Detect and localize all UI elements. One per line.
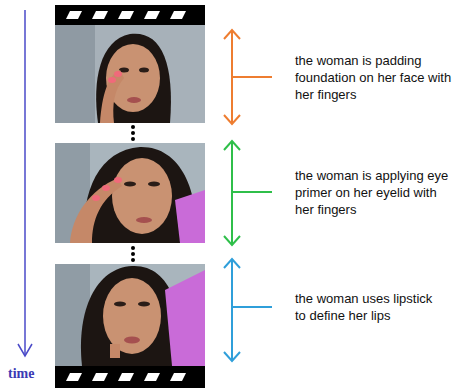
span-arrow [224, 30, 272, 124]
video-frame [55, 264, 205, 366]
time-arrow [18, 10, 32, 356]
caption-text: the woman is padding foundation on her f… [295, 52, 455, 103]
span-arrow [224, 259, 272, 361]
video-frame [55, 25, 205, 123]
caption-text: the woman uses lipstick to define her li… [295, 290, 435, 324]
span-arrow [224, 141, 272, 245]
axis-label: time [8, 366, 34, 382]
caption-text: the woman is applying eye primer on her … [295, 167, 455, 218]
video-frame [55, 143, 205, 243]
film-strip [55, 5, 205, 388]
